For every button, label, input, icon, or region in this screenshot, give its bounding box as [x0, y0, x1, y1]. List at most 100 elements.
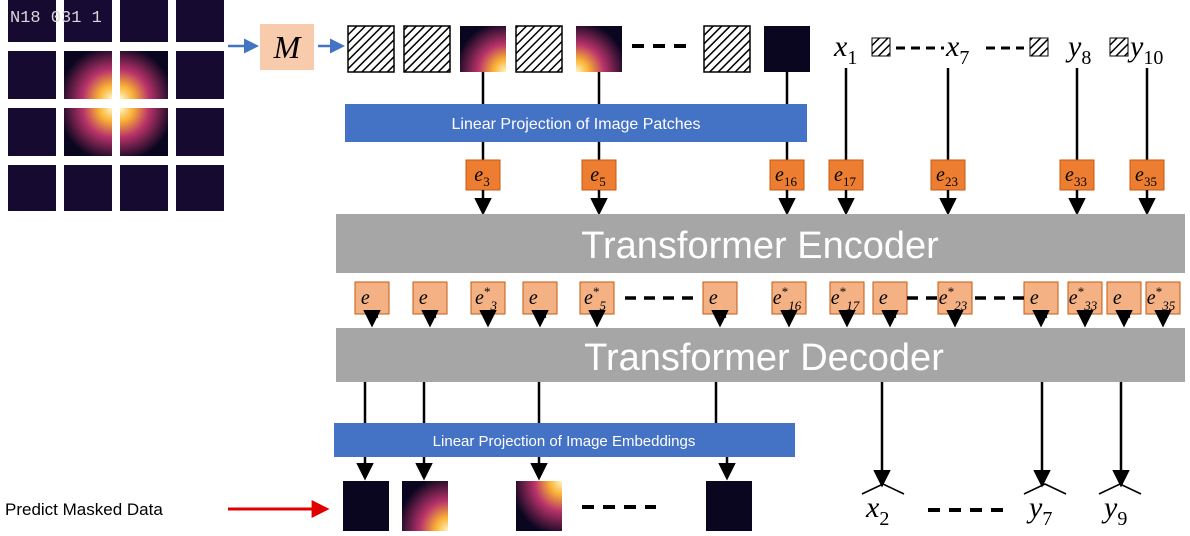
decoder-token: em	[412, 281, 448, 328]
transformer-encoder-title: Transformer Encoder	[581, 225, 939, 267]
encoder-token-row: e3 e5 e16 e17 e23 e33 e35	[465, 159, 1165, 191]
hat-mark	[1023, 483, 1067, 495]
source-image-grid: N18 031 1	[8, 0, 224, 211]
scalar-input-x7: x7	[945, 30, 969, 69]
scalar-prediction-row: x2 y7 y9	[861, 483, 1142, 530]
masked-patch	[515, 25, 563, 73]
reconstructed-patch-row	[343, 481, 752, 531]
decoder-token: e*5	[579, 281, 615, 328]
mask-label: M	[273, 29, 303, 65]
decoder-token: em	[522, 281, 558, 328]
source-patch	[176, 0, 224, 42]
hat-mark	[861, 483, 905, 495]
scalar-input-y8: y8	[1065, 30, 1091, 69]
decoder-token: e*33	[1067, 281, 1103, 328]
masked-patch	[347, 25, 395, 73]
source-patch	[176, 165, 224, 211]
transformer-encoder-block	[336, 214, 1185, 273]
scalar-input-row: x1 x7 y8 y10	[833, 30, 1163, 69]
decoder-token: em	[1023, 281, 1059, 328]
source-patch	[64, 165, 112, 211]
visible-patch	[764, 26, 810, 72]
svg-text:e33: e33	[1065, 164, 1087, 189]
svg-text:e35: e35	[1135, 164, 1157, 189]
encoder-token: e33	[1059, 159, 1095, 191]
patch-projection-block	[345, 104, 807, 142]
encoder-token: e5	[581, 159, 617, 191]
source-patch	[64, 108, 112, 156]
encoder-input-arrows	[474, 190, 1156, 216]
transformer-decoder-block	[336, 328, 1185, 382]
source-patch	[64, 0, 112, 42]
visible-patch	[576, 26, 622, 72]
masked-patch	[703, 25, 751, 73]
patch-projection-label: Linear Projection of Image Patches	[451, 116, 700, 133]
masked-patch	[403, 25, 451, 73]
decoder-token: e*3	[470, 281, 506, 328]
hat-mark	[1098, 483, 1142, 495]
decoder-token: em	[1106, 281, 1142, 328]
decoder-output-connectors	[363, 382, 718, 424]
reconstructed-patch	[343, 481, 389, 531]
svg-text:e*17: e*17	[831, 284, 860, 313]
scalar-input-x1: x1	[833, 30, 857, 69]
encoder-token: e35	[1129, 159, 1165, 191]
reconstructed-patch	[402, 481, 448, 531]
input-connectors	[481, 68, 1149, 160]
decoder-token: e*23	[937, 281, 973, 328]
encoder-token: e3	[465, 159, 501, 191]
encoder-token: e17	[828, 159, 864, 191]
reconstruction-arrows	[356, 457, 736, 481]
source-patch	[8, 108, 56, 156]
masked-scalar	[1109, 37, 1129, 57]
svg-text:e*23: e*23	[939, 284, 968, 313]
embedding-projection-block	[334, 423, 795, 457]
svg-text:e*5: e*5	[584, 284, 606, 313]
source-patch	[176, 51, 224, 99]
source-patch	[120, 0, 168, 42]
decoder-token: e*17	[829, 281, 865, 328]
encoder-token: e23	[930, 159, 966, 191]
svg-text:e*35: e*35	[1147, 284, 1176, 313]
embedding-projection-label: Linear Projection of Image Embeddings	[433, 433, 696, 450]
decoder-token: e*35	[1145, 281, 1181, 328]
decoder-token: e*16	[771, 281, 807, 328]
source-patch	[8, 0, 56, 42]
source-patch	[8, 165, 56, 211]
encoder-token: e16	[769, 159, 805, 191]
scalar-input-y10: y10	[1127, 30, 1163, 69]
prediction-x2: x2	[865, 491, 889, 530]
source-patch	[64, 51, 112, 99]
source-patch	[120, 165, 168, 211]
prediction-y9: y9	[1101, 491, 1127, 530]
scalar-prediction-arrows	[873, 382, 1130, 488]
projection-connectors	[481, 142, 789, 160]
masked-scalar	[1029, 37, 1049, 57]
source-patch	[8, 51, 56, 99]
svg-text:e17: e17	[834, 164, 856, 189]
decoder-token: em	[354, 281, 390, 328]
decoder-token: em	[872, 281, 908, 328]
svg-text:e*16: e*16	[773, 284, 802, 313]
svg-text:e16: e16	[775, 164, 797, 189]
predict-masked-data-label: Predict Masked Data	[5, 500, 163, 519]
transformer-decoder-title: Transformer Decoder	[584, 337, 944, 379]
source-patch	[176, 108, 224, 156]
source-patch	[120, 108, 168, 156]
svg-text:e*33: e*33	[1069, 284, 1098, 313]
decoder-token: em	[702, 281, 738, 328]
svg-text:e5: e5	[590, 164, 605, 189]
svg-text:e23: e23	[936, 164, 958, 189]
reconstructed-patch	[516, 481, 562, 531]
masked-scalar	[871, 37, 891, 57]
source-label: N18 031 1	[10, 9, 102, 28]
svg-text:e*3: e*3	[475, 284, 497, 313]
source-patch	[120, 51, 168, 99]
svg-text:e3: e3	[474, 164, 489, 189]
mask-box	[260, 24, 314, 70]
visible-patch	[460, 26, 506, 72]
masked-patch-row	[347, 25, 810, 73]
